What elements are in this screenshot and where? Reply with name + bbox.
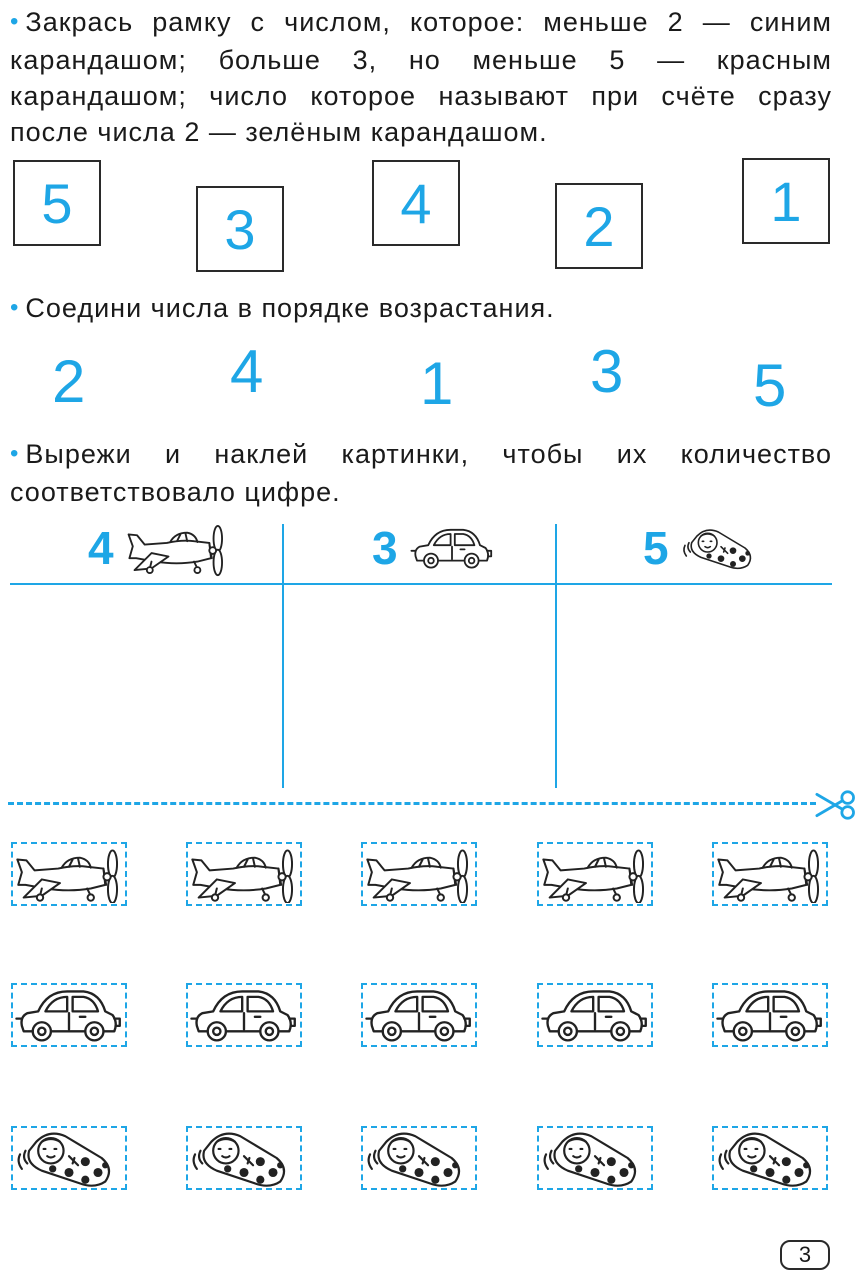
cut-line <box>8 802 816 805</box>
car-icon <box>364 986 474 1044</box>
airplane-icon <box>189 845 299 903</box>
airplane-icon <box>540 845 650 903</box>
connect-number-4[interactable]: 3 <box>590 338 624 405</box>
task2-bullet: • <box>10 294 20 321</box>
column-divider-1 <box>282 524 284 788</box>
task1-bullet: • <box>10 8 20 35</box>
ladybug-toy-icon <box>189 1129 299 1187</box>
column-divider-2 <box>555 524 557 788</box>
connect-number-1[interactable]: 2 <box>52 348 86 415</box>
page-number: 3 <box>780 1240 830 1270</box>
ladybug-toy-icon <box>715 1129 825 1187</box>
connect-number-2[interactable]: 4 <box>230 338 264 405</box>
car-icon <box>540 986 650 1044</box>
task2-text: •Соедини числа в порядке возрастания. <box>10 290 832 328</box>
task2-instruction: Соедини числа в порядке возрастания. <box>25 293 555 323</box>
cutout-car-3[interactable] <box>361 983 477 1047</box>
scissors-icon <box>814 788 858 822</box>
cutout-car-5[interactable] <box>712 983 828 1047</box>
task3-bullet: • <box>10 440 20 467</box>
cutout-car-4[interactable] <box>537 983 653 1047</box>
airplane-icon <box>126 519 228 577</box>
cutout-airplane-5[interactable] <box>712 842 828 906</box>
task1-instruction: Закрась рамку с числом, которое: меньше … <box>10 7 832 147</box>
column-header-car: 3 <box>372 520 494 576</box>
number-box-2[interactable]: 3 <box>196 186 284 272</box>
number-box-4[interactable]: 2 <box>555 183 643 269</box>
ladybug-toy-icon <box>681 524 761 572</box>
column-count-ladybug: 5 <box>643 522 669 574</box>
number-box-5[interactable]: 1 <box>742 158 830 244</box>
cutout-ladybug-1[interactable] <box>11 1126 127 1190</box>
cutout-ladybug-5[interactable] <box>712 1126 828 1190</box>
cutout-airplane-4[interactable] <box>537 842 653 906</box>
cutout-airplane-1[interactable] <box>11 842 127 906</box>
cutout-ladybug-3[interactable] <box>361 1126 477 1190</box>
column-count-car: 3 <box>372 522 398 574</box>
cutout-ladybug-2[interactable] <box>186 1126 302 1190</box>
car-icon <box>715 986 825 1044</box>
number-box-3[interactable]: 4 <box>372 160 460 246</box>
ladybug-toy-icon <box>364 1129 474 1187</box>
ladybug-toy-icon <box>14 1129 124 1187</box>
task1-text: •Закрась рамку с числом, которое: меньше… <box>10 4 832 150</box>
column-header-airplane: 4 <box>88 520 228 576</box>
airplane-icon <box>364 845 474 903</box>
task3-instruction: Вырежи и наклей картинки, чтобы их колич… <box>10 439 832 507</box>
task3-text: •Вырежи и наклей картинки, чтобы их коли… <box>10 436 832 510</box>
car-icon <box>14 986 124 1044</box>
table-divider <box>10 583 832 585</box>
ladybug-toy-icon <box>540 1129 650 1187</box>
cutout-ladybug-4[interactable] <box>537 1126 653 1190</box>
number-box-1[interactable]: 5 <box>13 160 101 246</box>
car-icon <box>410 523 494 573</box>
car-icon <box>189 986 299 1044</box>
connect-number-5[interactable]: 5 <box>753 352 787 419</box>
column-count-airplane: 4 <box>88 522 114 574</box>
airplane-icon <box>715 845 825 903</box>
cutout-airplane-3[interactable] <box>361 842 477 906</box>
connect-number-3[interactable]: 1 <box>420 350 454 417</box>
column-header-ladybug: 5 <box>643 520 761 576</box>
cutout-car-1[interactable] <box>11 983 127 1047</box>
airplane-icon <box>14 845 124 903</box>
cutout-car-2[interactable] <box>186 983 302 1047</box>
cutout-airplane-2[interactable] <box>186 842 302 906</box>
